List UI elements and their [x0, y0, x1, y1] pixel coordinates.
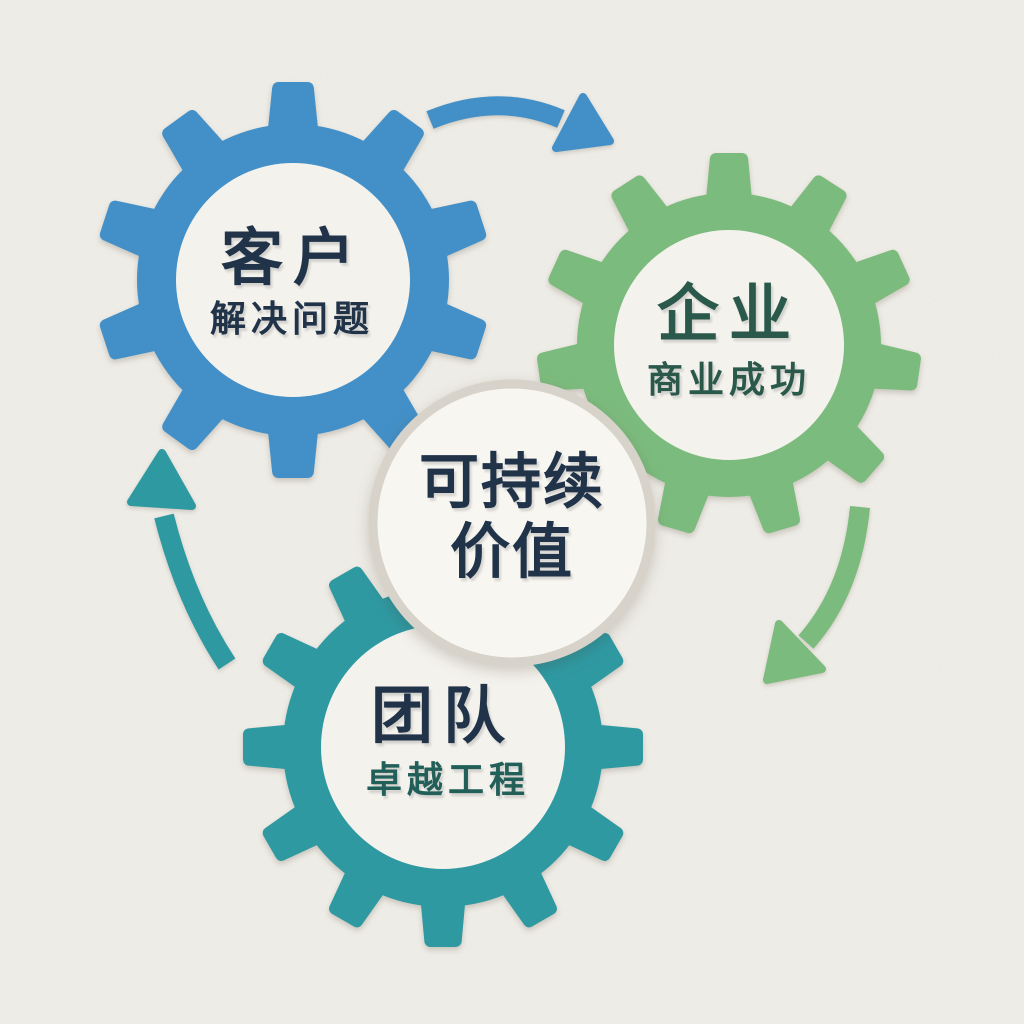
arrow-team-to-customer-icon [127, 449, 236, 670]
arrow-head [552, 93, 614, 152]
gear-inner-circle [176, 163, 410, 397]
arrow-head [127, 449, 196, 510]
arrow-shaft [426, 96, 565, 129]
customer-gear-icon [99, 82, 487, 478]
gear-inner-circle [614, 230, 844, 460]
arrow-shaft [798, 506, 870, 649]
arrow-head [763, 620, 826, 684]
gear-inner-circle [321, 625, 565, 869]
enterprise-gear-icon [537, 153, 921, 534]
arrow-shaft [154, 513, 236, 670]
team-gear-icon [243, 547, 643, 947]
arrow-enterprise-to-team-icon [763, 506, 870, 684]
arrow-customer-to-enterprise-icon [426, 93, 614, 152]
center-value-circle [368, 379, 656, 667]
